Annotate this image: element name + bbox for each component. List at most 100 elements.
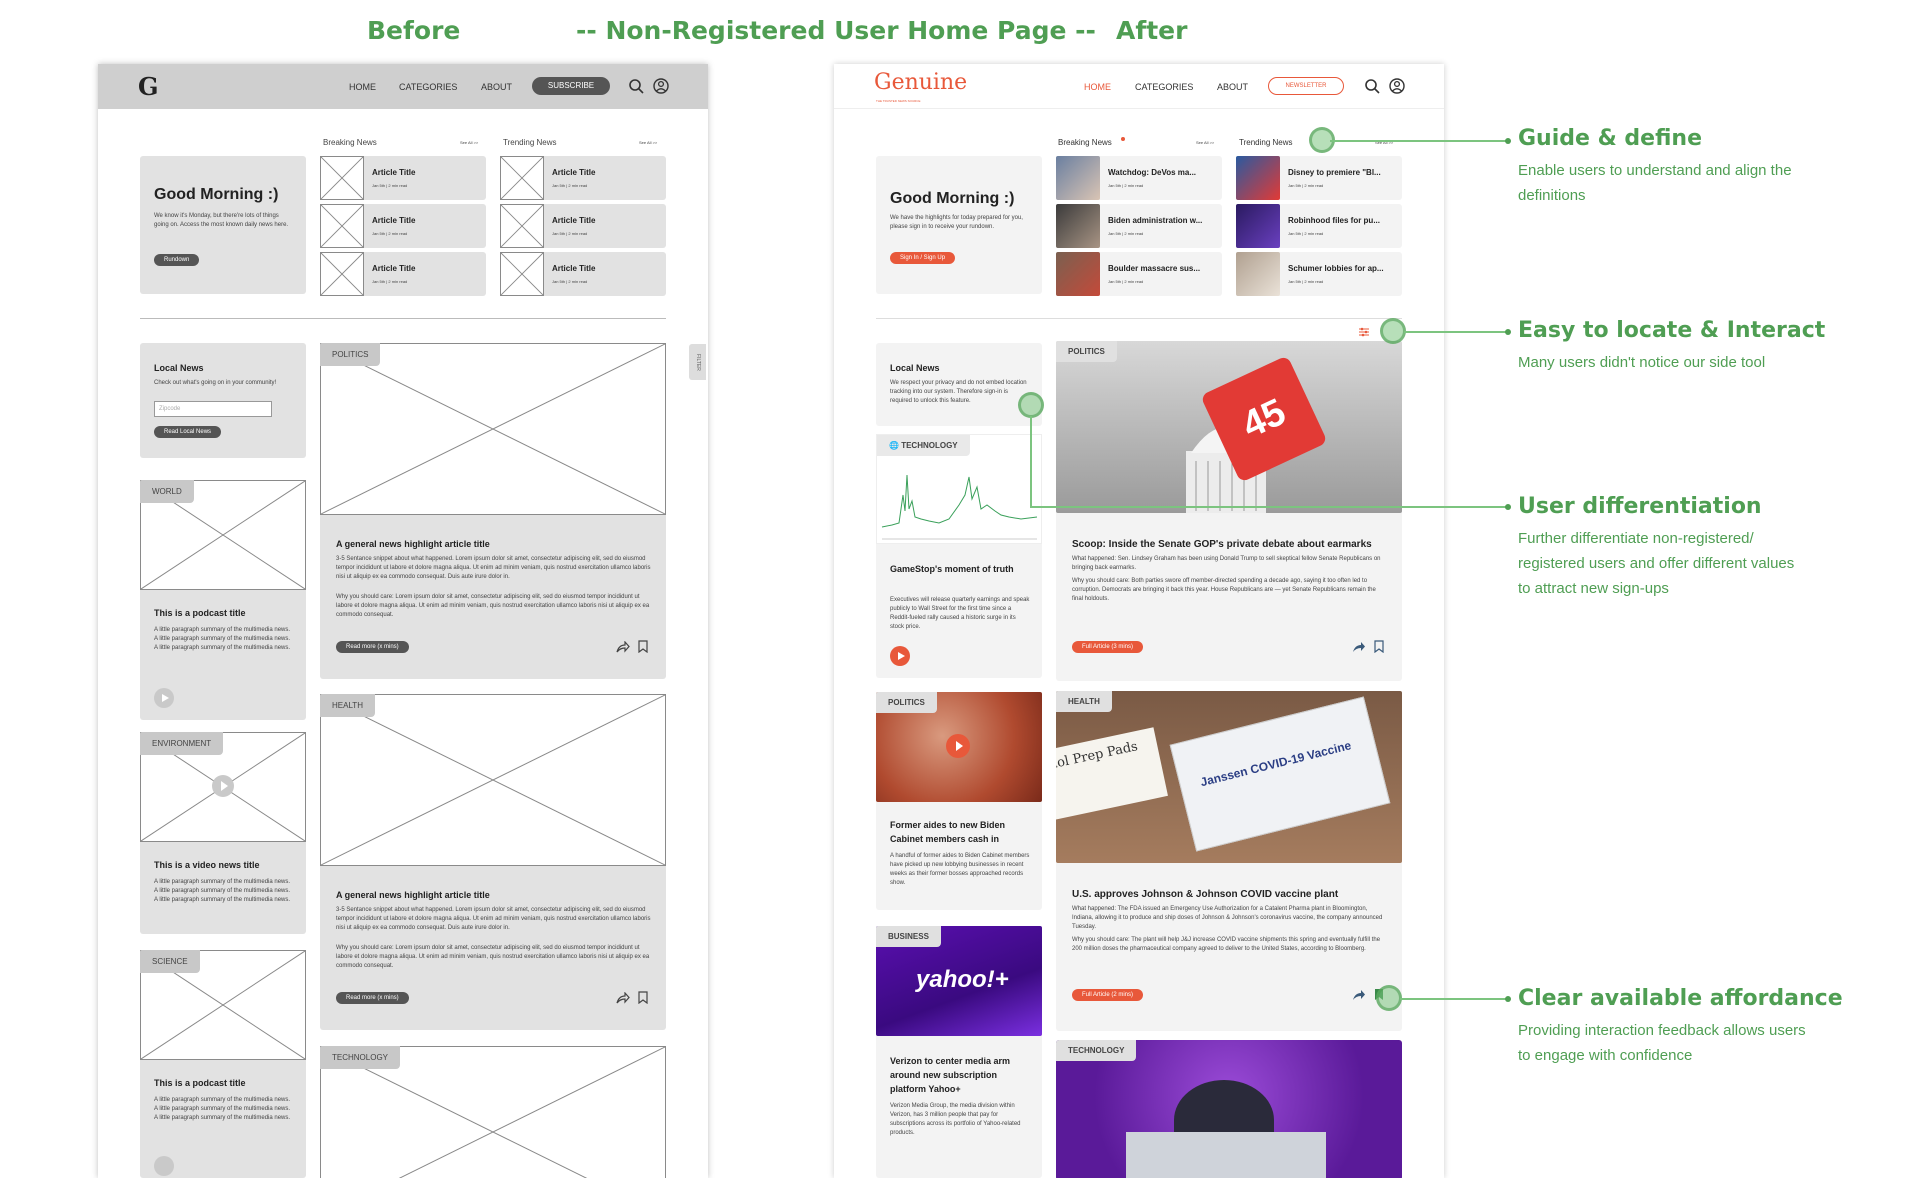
article-title: Watchdog: DeVos ma... [1108, 168, 1197, 177]
image-placeholder [320, 694, 666, 866]
stock-chart-image: 🌐 TECHNOLOGY [876, 434, 1042, 544]
globe-icon: 🌐 [889, 441, 902, 450]
page-heading: -- Non-Registered User Home Page -- [576, 16, 1096, 45]
former-text: A handful of former aides to Biden Cabin… [890, 853, 1030, 886]
annotation-desc: Further differentiate non-registered/ re… [1518, 530, 1795, 597]
wire-greeting-text: We know it's Monday, but there're lots o… [154, 213, 289, 228]
article-thumbnail [1056, 252, 1100, 296]
trending-article-tile[interactable]: Robinhood files for pu...Jan 5th | 2 min… [1236, 204, 1402, 248]
wire-nav-home[interactable]: HOME [349, 82, 376, 92]
bookmark-icon[interactable] [638, 640, 648, 653]
newsletter-button[interactable]: NEWSLETTER [1268, 77, 1344, 95]
connector-dot [1505, 329, 1511, 335]
info-icon[interactable] [1121, 137, 1125, 141]
wire-politics-tag: POLITICS [320, 343, 381, 366]
play-icon[interactable] [946, 734, 970, 758]
trending-article-tile[interactable]: Disney to premiere "Bl... Jan 5th | 2 min… [1236, 156, 1402, 200]
wire-nav-categories[interactable]: CATEGORIES [399, 82, 458, 92]
article-meta: Jan 5th | 2 min read [1288, 279, 1324, 284]
jj-title: U.S. approves Johnson & Johnson COVID va… [1072, 889, 1339, 900]
scoop-card: 45 POLITICS Scoop: Inside the Senate GOP… [1056, 341, 1402, 681]
wire-read-local-button[interactable]: Read Local News [154, 426, 222, 438]
nav-home[interactable]: HOME [1084, 82, 1111, 92]
article-meta: Jan 5th | 2 min read [1108, 279, 1144, 284]
share-icon[interactable] [1352, 641, 1366, 653]
image-placeholder [500, 204, 544, 248]
search-icon[interactable] [1364, 78, 1380, 94]
breaking-see-all[interactable]: See All >> [1196, 140, 1215, 145]
zipcode-input[interactable]: Zipcode [154, 401, 272, 417]
filter-icon[interactable] [1358, 326, 1370, 338]
highlight-marker [1376, 985, 1402, 1011]
play-icon[interactable] [154, 1156, 174, 1176]
handshake-image: POLITICS [876, 692, 1042, 802]
wire-highlight-p2: Why you should care: Lorem ipsum dolor s… [336, 594, 650, 618]
site-navbar: Genuine THE TRUSTED NEWS SOURCE HOME CAT… [834, 64, 1444, 109]
play-icon[interactable] [890, 646, 910, 666]
share-icon[interactable] [1352, 989, 1366, 1001]
article-title: Disney to premiere "Bl... [1288, 168, 1381, 177]
wire-highlight-p1: 3-5 Sentance snippet about what happened… [336, 907, 651, 931]
connector-line [1404, 331, 1508, 333]
share-icon[interactable] [616, 992, 630, 1004]
wire-read-more-button[interactable]: Read more (x mins) [336, 992, 409, 1004]
trending-article-tile[interactable]: Schumer lobbies for ap...Jan 5th | 2 min… [1236, 252, 1402, 296]
wire-rundown-button[interactable]: Rundown [154, 254, 200, 266]
play-icon[interactable] [212, 775, 234, 797]
signin-button[interactable]: Sign In / Sign Up [890, 252, 956, 264]
breaking-article-tile[interactable]: Watchdog: DeVos ma...Jan 5th | 2 min rea… [1056, 156, 1222, 200]
play-icon[interactable] [154, 688, 174, 708]
breaking-label: Breaking News [1058, 138, 1112, 147]
wire-highlight-title: A general news highlight article title [336, 890, 490, 900]
wire-science-card: SCIENCE This is a podcast title A little… [140, 950, 306, 1178]
bookmark-icon[interactable] [1374, 640, 1384, 653]
search-icon[interactable] [628, 78, 644, 94]
share-icon[interactable] [616, 641, 630, 653]
image-placeholder [320, 204, 364, 248]
wire-environment-card: ENVIRONMENT This is a video news title A… [140, 732, 306, 934]
connector-line [1030, 416, 1032, 508]
site-logo[interactable]: Genuine [874, 70, 968, 95]
local-card: Local News We respect your privacy and d… [876, 343, 1042, 426]
wire-greeting-card: Good Morning :) We know it's Monday, but… [140, 156, 306, 294]
wire-nav-about[interactable]: ABOUT [481, 82, 513, 92]
wire-podcast-title: This is a podcast title [154, 1078, 246, 1088]
user-icon[interactable] [1389, 78, 1405, 94]
prep-pads-box: hol Prep Pads [1056, 727, 1168, 821]
full-article-button[interactable]: Full Article (2 mins) [1072, 989, 1144, 1001]
nav-about[interactable]: ABOUT [1217, 82, 1249, 92]
local-text: We respect your privacy and do not embed… [890, 380, 1027, 404]
wire-filter-tab[interactable]: FILTER [689, 344, 706, 380]
divider [140, 318, 666, 319]
article-meta: Jan 5th | 2 min read [1288, 183, 1324, 188]
user-icon[interactable] [653, 78, 669, 94]
wire-trending-see-all[interactable]: See All >> [639, 140, 658, 145]
wire-breaking-see-all[interactable]: See All >> [460, 140, 479, 145]
wire-article-meta: Jan 5th | 2 min read [552, 183, 588, 188]
bookmark-icon[interactable] [638, 991, 648, 1004]
article-thumbnail [1236, 252, 1280, 296]
site-tagline: THE TRUSTED NEWS SOURCE [876, 99, 921, 103]
greeting-text: We have the highlights for today prepare… [890, 215, 1023, 230]
wire-read-more-button[interactable]: Read more (x mins) [336, 641, 409, 653]
wire-world-tag: WORLD [140, 480, 194, 503]
nav-categories[interactable]: CATEGORIES [1135, 82, 1194, 92]
wire-logo[interactable]: G [138, 72, 159, 101]
breaking-article-tile[interactable]: Boulder massacre sus...Jan 5th | 2 min r… [1056, 252, 1222, 296]
image-placeholder [320, 343, 666, 515]
wire-breaking-label: Breaking News [323, 138, 377, 147]
full-article-button[interactable]: Full Article (3 mins) [1072, 641, 1144, 653]
jj-p1: What happened: The FDA issued an Emergen… [1072, 906, 1383, 930]
breaking-article-tile[interactable]: Biden administration w...Jan 5th | 2 min… [1056, 204, 1222, 248]
wire-article-title: Article Title [552, 168, 596, 177]
wire-environment-tag: ENVIRONMENT [140, 732, 224, 755]
wire-local-text: Check out what's going on in your commun… [154, 380, 277, 386]
wire-subscribe-button[interactable]: SUBSCRIBE [532, 77, 610, 95]
trending-see-all[interactable]: See All >> [1375, 140, 1394, 145]
